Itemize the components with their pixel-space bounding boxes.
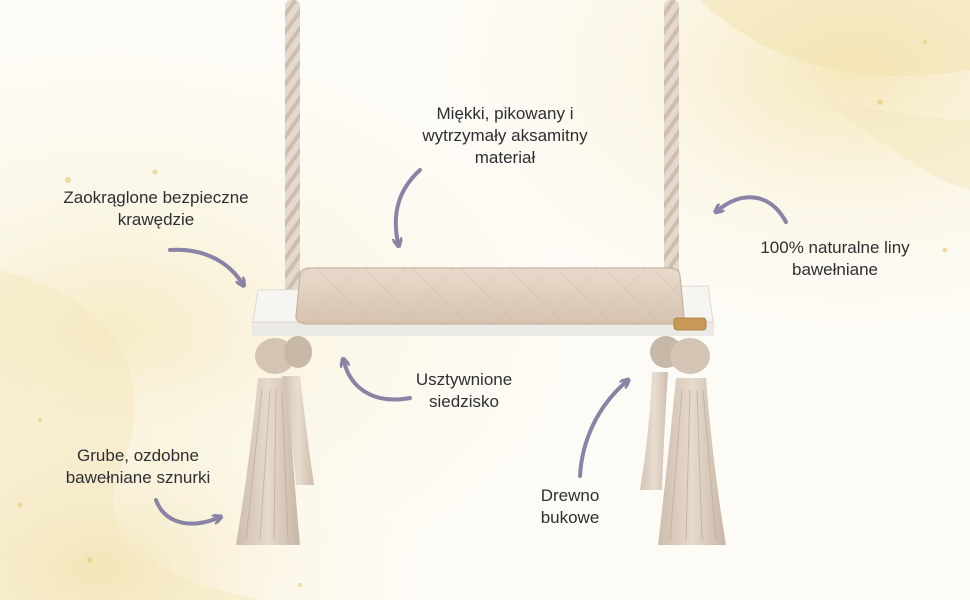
arrow-rounded-edges xyxy=(168,247,242,283)
arrow-decorative-strings xyxy=(154,498,218,526)
quilted-cushion xyxy=(295,267,685,325)
arrow-reinforced-seat xyxy=(344,362,412,402)
label-reinforced-seat: Usztywnione siedzisko xyxy=(415,370,513,411)
right-rope xyxy=(664,0,679,300)
label-decorative-strings: Grube, ozdobne bawełniane sznurki xyxy=(65,446,211,487)
right-tassels xyxy=(640,336,726,545)
label-soft-material: Miękki, pikowany i wytrzymały aksamitny … xyxy=(422,104,588,167)
wooden-swing xyxy=(236,0,726,545)
left-rope xyxy=(285,0,300,300)
arrow-soft-material xyxy=(396,168,422,243)
left-tassels xyxy=(236,336,314,545)
brand-tag xyxy=(673,317,707,331)
arrow-cotton-ropes xyxy=(718,195,788,224)
label-cotton-ropes: 100% naturalne liny bawełniane xyxy=(760,238,910,279)
arrow-beech-wood xyxy=(578,382,626,478)
label-rounded-edges: Zaokrąglone bezpieczne krawędzie xyxy=(63,188,249,229)
label-beech-wood: Drewno bukowe xyxy=(540,486,600,527)
